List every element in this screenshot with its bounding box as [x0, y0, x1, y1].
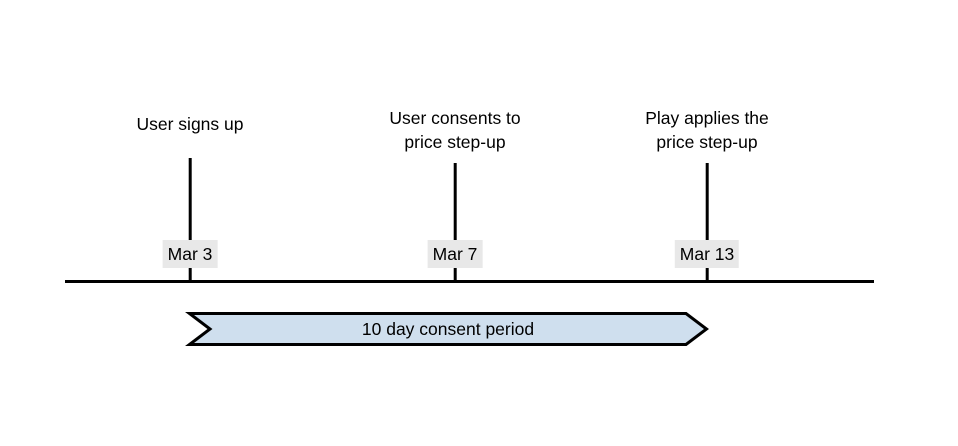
timeline-axis — [65, 279, 874, 283]
consent-period-banner: 10 day consent period — [185, 312, 709, 346]
event-label-price-step-up-applied: Play applies the price step-up — [645, 106, 769, 154]
event-date-consent: Mar 7 — [427, 240, 483, 268]
event-label-line1: User signs up — [136, 114, 244, 134]
event-label-signup: User signs up — [137, 112, 244, 136]
event-tick-signup — [188, 158, 192, 281]
event-label-consent: User consents to price step-up — [389, 106, 520, 154]
event-date-signup: Mar 3 — [162, 240, 218, 268]
event-tick-consent — [453, 163, 457, 281]
chevron-ribbon-icon — [185, 312, 709, 346]
event-label-line2: price step-up — [656, 132, 758, 152]
event-label-line2: price step-up — [404, 132, 506, 152]
consent-period-banner-shape — [185, 312, 709, 346]
event-tick-price-step-up-applied — [705, 163, 709, 281]
event-date-price-step-up-applied: Mar 13 — [674, 240, 740, 268]
event-label-line1: User consents to — [389, 108, 521, 128]
event-label-line1: Play applies the — [645, 108, 769, 128]
